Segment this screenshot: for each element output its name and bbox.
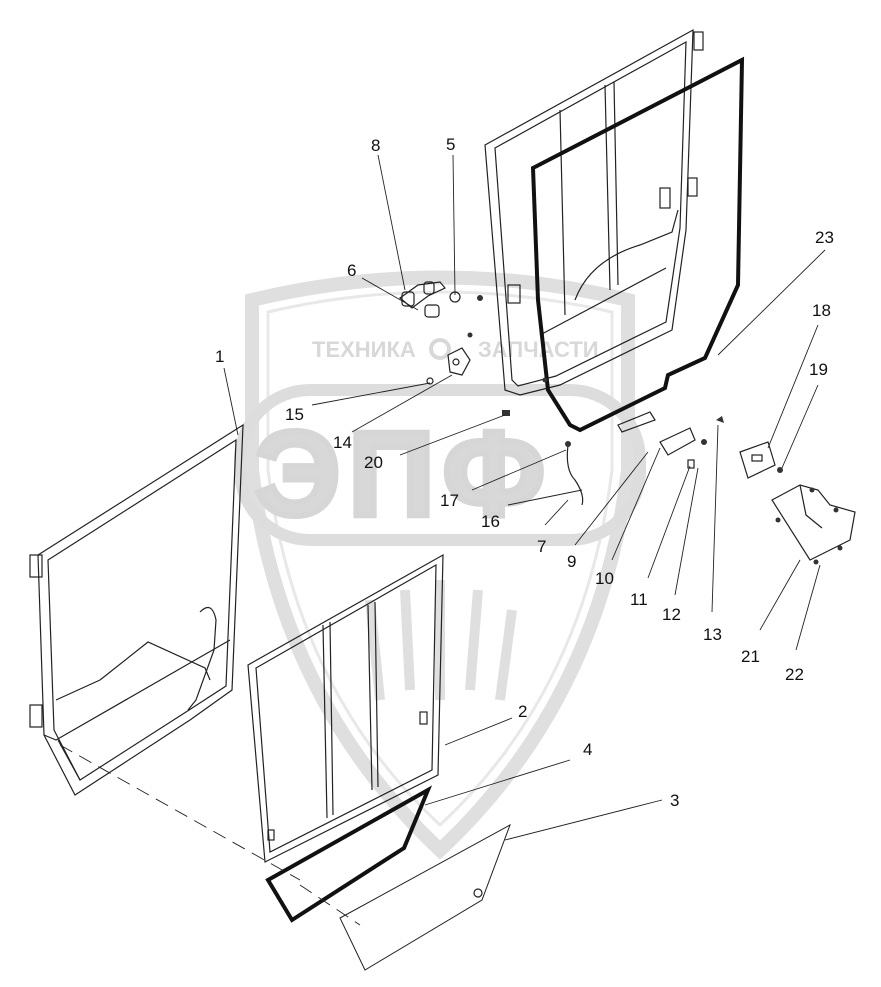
callout-4: 4 bbox=[583, 740, 592, 759]
callout-3: 3 bbox=[670, 791, 679, 810]
leader-lines bbox=[223, 154, 826, 841]
callout-9: 9 bbox=[567, 552, 576, 571]
callout-2: 2 bbox=[518, 702, 527, 721]
watermark: ТЕХНИКА ЗАПЧАСТИ ЭПФ bbox=[234, 270, 646, 860]
cover-part-21 bbox=[771, 484, 856, 561]
watermark-band bbox=[234, 384, 646, 546]
screw-part-19 bbox=[777, 467, 783, 473]
callout-6: 6 bbox=[347, 261, 356, 280]
callout-18: 18 bbox=[812, 301, 831, 320]
callout-13: 13 bbox=[703, 625, 722, 644]
watermark-logo-letters: ЭПФ bbox=[255, 407, 553, 541]
callout-21: 21 bbox=[741, 647, 760, 666]
latch-part-10 bbox=[659, 427, 696, 456]
callout-7: 7 bbox=[537, 537, 546, 556]
callout-17: 17 bbox=[440, 491, 459, 510]
cable-part-16 bbox=[565, 441, 584, 506]
callout-1: 1 bbox=[215, 347, 224, 366]
gear-icon bbox=[429, 338, 451, 360]
callout-22: 22 bbox=[785, 665, 804, 684]
nut-part-20 bbox=[502, 410, 510, 416]
watermark-brand-left: ТЕХНИКА bbox=[312, 337, 416, 362]
watermark-shield bbox=[245, 270, 635, 860]
callout-15: 15 bbox=[285, 405, 304, 424]
callout-19: 19 bbox=[809, 360, 828, 379]
bolt-part-13 bbox=[716, 416, 724, 423]
callout-10: 10 bbox=[595, 569, 614, 588]
door-seal-part-23 bbox=[530, 56, 745, 433]
latch-plate-part-9 bbox=[617, 411, 656, 433]
door-frame-part-1 bbox=[29, 423, 244, 796]
lock-cover-part-18 bbox=[739, 441, 776, 479]
screws-part-22 bbox=[775, 487, 843, 565]
screw-part-11 bbox=[687, 459, 695, 469]
assembly-dash-line bbox=[59, 744, 301, 881]
callout-14: 14 bbox=[333, 433, 352, 452]
callout-labels: 1 2 3 4 5 6 7 8 9 10 11 12 13 14 15 16 1… bbox=[215, 135, 834, 810]
handle-part-8 bbox=[399, 281, 446, 309]
watermark-brand-right: ЗАПЧАСТИ bbox=[478, 337, 599, 362]
callout-12: 12 bbox=[662, 605, 681, 624]
callout-23: 23 bbox=[815, 228, 834, 247]
misc-screws bbox=[467, 295, 548, 383]
callout-5: 5 bbox=[446, 135, 455, 154]
callout-11: 11 bbox=[630, 590, 648, 609]
door-frame-upper bbox=[484, 28, 704, 396]
sliding-window-part-2 bbox=[247, 553, 444, 863]
bracket-part-6 bbox=[424, 304, 440, 318]
nut-part-12 bbox=[701, 439, 707, 445]
seal-part-4 bbox=[265, 785, 433, 923]
callout-20: 20 bbox=[364, 453, 383, 472]
callout-16: 16 bbox=[481, 512, 500, 531]
glass-panel-part-3 bbox=[339, 823, 511, 971]
screw-part-15 bbox=[426, 377, 434, 385]
lock-part-14 bbox=[447, 347, 471, 376]
callout-8: 8 bbox=[371, 136, 380, 155]
